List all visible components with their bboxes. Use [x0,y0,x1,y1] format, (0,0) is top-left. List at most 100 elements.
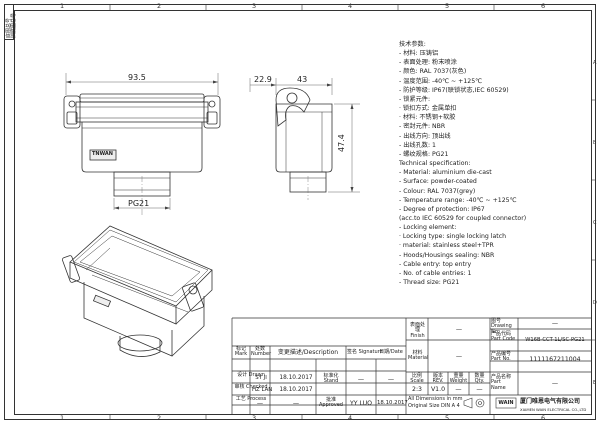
grid-top-3: 3 [252,2,257,10]
tb-num-label: 处数 Number [251,346,272,358]
grid-bottom-5: 5 [445,414,450,422]
tb-dim-note-1: All Dimensions in mm [408,396,463,402]
tb-stand-label: 标准化 Stand [323,373,339,385]
tb-mark-label: 标记 Mark [234,346,248,358]
grid-bottom-3: 3 [252,414,257,422]
tb-drawn-name: SY JI [255,375,267,381]
grid-right-e: E [593,380,597,386]
tb-part-code-label: 产品代码 Part Code [491,331,516,343]
grid-top-4: 4 [348,2,353,10]
projection-symbol [463,397,485,409]
tb-process-date: — [292,400,300,407]
tb-part-code-value: W16B-CCT-1L/SC-PG21 [525,337,585,343]
spec-en-1: - Material: aluminium die-cast [399,169,492,177]
tb-material-label: 材料 Material [408,350,429,362]
tb-checked-name: HZ LAN [252,387,273,393]
tb-checked-label: 审核 Checked [234,384,268,390]
spec-cn-7: · 锁扣方式: 金属单扣 [399,105,457,113]
tb-material-value: — [455,353,463,360]
spec-en-9: · material: stainless steel+TPR [399,242,494,250]
tb-weight-value: — [455,386,462,393]
grid-right-b: B [593,140,597,146]
tb-date-label: 日期/Date [379,349,403,355]
grid-bottom-6: 6 [541,414,546,422]
grid-bottom-4: 4 [348,414,353,422]
spec-cn-1: - 材料: 压铸铝 [399,50,439,58]
grid-right-a: A [593,60,597,66]
tb-drawn-date: 18.10.2017 [279,375,313,381]
tb-company-en: XIAMEN WAIN ELECTRICAL CO.,LTD [520,407,587,412]
tb-scale-label: 比例 Scale [410,373,424,385]
front-nameplate: TNWAN [92,151,113,157]
tb-rev-value: V1.0 [430,386,446,393]
grid-bottom-2: 2 [157,414,162,422]
grid-bottom-1: 1 [60,414,65,422]
spec-cn-12: - 螺纹规格: PG21 [399,150,449,158]
tb-stand-date: — [387,376,395,383]
tb-rev-label: 版本 REV. [432,373,444,385]
spec-en-8: · Locking type: single locking latch [399,233,507,241]
grid-right-d: D [593,300,597,306]
tb-part-name-value: — [551,380,559,387]
tb-approved-date: 18.10.2017 [377,400,408,406]
spec-en-12: - No. of cable entries: 1 [399,269,472,277]
tb-approved-label: 批准 Approved [319,397,343,409]
tb-qty-label: 数量 Qty. [474,373,485,385]
tb-drawn-label: 设计 Drawn [237,372,265,378]
tb-logo: WAIN [498,400,514,406]
spec-cn-6: - 锁紧元件: [399,95,431,103]
spec-cn-8: · 材料: 不锈钢+软胶 [399,114,456,122]
outer-frame [4,4,596,420]
side-view [249,78,360,200]
tb-sig-label: 签名 Signature [347,349,383,355]
tb-dim-note-2: Original Size DIN A 4 [408,403,460,409]
spec-en-2: - Surface: powder-coated [399,178,477,186]
tb-desc-label: 变更描述/Description [277,349,339,356]
grid-top-1: 1 [60,2,65,10]
spec-cn-9: - 密封元件: NBR [399,123,446,131]
spec-en-7: - Locking element: [399,224,457,232]
grid-top-2: 2 [157,2,162,10]
spec-cn-10: - 出线方向: 顶出线 [399,132,451,140]
spec-cn-0: 技术参数: [399,41,426,48]
spec-en-4: - Temperature range: -40℃ ~ +125℃ [399,196,517,204]
spec-en-11: - Cable entry: top entry [399,260,472,268]
tb-part-name-label: 产品名称 Part Name [491,374,512,391]
grid-top-5: 5 [445,2,450,10]
dim-height: 47.4 [337,134,346,152]
spec-block: 技术参数: - 材料: 压铸铝 - 表面处理: 粉末喷涂 - 颜色: RAL 7… [399,40,599,287]
tb-finish-label: 表面处理 Finish [409,322,425,339]
dim-width-front: 93.5 [128,73,146,82]
tb-company-cn: 厦门唯恩电气有限公司 [520,398,581,405]
tb-qty-value: — [476,386,483,393]
tb-process-name: — [256,400,264,407]
tb-drawing-no-label: 图号 Drawing No. [491,318,512,335]
grid-top-6: 6 [541,2,546,10]
spec-cn-3: - 颜色: RAL 7037(灰色) [399,68,467,76]
spec-cn-2: - 表面处理: 粉末喷涂 [399,59,457,67]
tb-checked-date: 18.10.2017 [279,387,313,393]
spec-en-3: - Colour: RAL 7037(grey) [399,187,476,195]
iso-view [62,225,213,357]
tb-stand-name: — [357,376,365,383]
spec-en-6: (acc.to IEC 60529 for coupled connector) [399,214,527,222]
tb-process-label: 工艺 Process [235,396,267,402]
spec-en-5: - Degree of protection: IP67 [399,205,485,213]
dim-thread: PG21 [128,199,150,208]
tb-finish-value: — [455,326,463,333]
tb-weight-label: 重量 Weight [449,373,468,385]
dim-side-offset: 22.9 [254,75,272,84]
tb-approved-name: YY LUO [349,400,373,407]
tb-part-no-label: 产品编号 Part No. [491,351,512,363]
spec-en-13: - Thread size: PG21 [399,279,460,287]
tb-drawing-no-value: — [551,320,559,327]
tb-scale-value: 2:3 [412,386,422,393]
dim-side-width: 43 [297,75,308,84]
spec-cn-4: - 温度范围: -40℃ ~ +125℃ [399,77,483,85]
front-view [63,73,221,215]
spec-cn-11: - 出线孔数: 1 [399,141,436,149]
spec-en-0: Technical specification: [399,160,471,168]
spec-cn-5: - 防护等级: IP67(联锁状态,IEC 60529) [399,86,509,94]
title-block-lines [231,317,592,415]
